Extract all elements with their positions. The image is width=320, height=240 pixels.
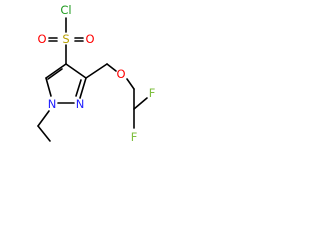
bond-n2-c3 [79,77,87,99]
bond-chf2-f-top [133,97,148,110]
nitrogen-1-label: N [48,97,57,111]
sulfonyl-oxygen-right-label: O [85,32,94,46]
fluorine-bottom-label: F [131,130,138,144]
bond-c3-c4 [65,63,87,79]
bond-c5-n1 [45,77,52,97]
nitrogen-2-label: N [76,97,85,111]
bond-c4-c5 [45,63,67,79]
bond-o-ch2 [126,78,135,90]
fluorine-top-label: F [149,86,156,100]
structure-diagram: Cl S O O O N N F F [0,0,164,152]
sulfur-atom-label: S [62,32,69,46]
bond-c3-ch2 [85,63,108,79]
bond-ch2-o [106,63,117,72]
bond-n2-c3-inner [75,79,82,97]
bond-c4-c5-inner [47,68,63,80]
sulfonyl-oxygen-left-label: O [37,32,46,46]
bond-ch2-ch3 [37,125,51,142]
molecule-svg: Cl S O O O N N F F [37,3,156,144]
bond-n1-ch2 [37,110,50,127]
chlorine-atom-label: Cl [60,3,71,17]
ether-oxygen-label: O [116,67,125,81]
